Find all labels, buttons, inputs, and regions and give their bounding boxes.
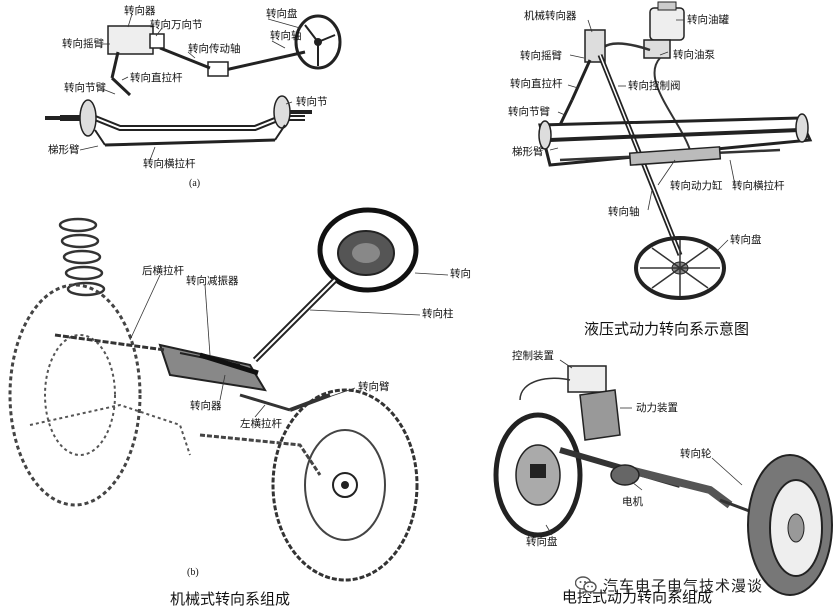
steering-wheel-drawing: [294, 14, 342, 70]
control-unit-drawing: [567, 365, 607, 393]
label-gear: 转向器: [124, 5, 156, 17]
label-steered-wheel: 转向轮: [680, 448, 712, 460]
panel-eps: 控制装置 动力装置 转向轮 电机 转向盘 电控式动力转向系组成: [480, 340, 835, 614]
label-wheel-hyd: 转向盘: [730, 234, 762, 246]
gearbox-b-drawing: [158, 343, 267, 392]
steering-wheel-b-drawing: [317, 207, 419, 293]
label-shaft: 转向轴: [270, 30, 302, 42]
motor-drawing: [610, 464, 640, 486]
tie-rod-drawing: [104, 138, 276, 147]
label-rear-tie-rod: 后横拉杆: [142, 265, 184, 277]
label-tie-rod: 转向横拉杆: [143, 158, 196, 170]
label-power-unit: 动力装置: [636, 402, 678, 414]
left-wheel-drawing: [8, 283, 142, 507]
axle-frame-drawing: [538, 116, 813, 167]
label-drive-shaft: 转向传动轴: [188, 43, 241, 55]
label-wheel-b: 转向: [450, 268, 471, 280]
steering-shaft-drawing: [224, 50, 306, 72]
steering-wheel-eps-drawing: [493, 412, 583, 538]
label-steering-wheel: 转向盘: [266, 8, 298, 20]
steering-wheel-hyd-drawing: [634, 236, 726, 300]
panel-hydraulic: 机械转向器 转向油罐 转向摇臂 转向油泵 转向直拉杆 转向控制阀 转向节臂 梯形…: [480, 0, 835, 340]
sublabel-b: (b): [187, 567, 199, 578]
label-control-unit: 控制装置: [512, 350, 554, 362]
panel-a: 转向器 转向万向节 转向盘 转向摇臂 转向传动轴 转向轴 转向直拉杆 转向节臂 …: [0, 0, 420, 195]
label-gear-b: 转向器: [190, 400, 222, 412]
power-unit-drawing: [579, 389, 621, 441]
label-trapezoid-arm: 梯形臂: [48, 144, 80, 156]
watermark: 汽车电子电气技术漫谈: [575, 570, 825, 600]
damper-drawing: [199, 352, 259, 376]
drive-shaft-drawing: [159, 46, 211, 70]
label-knuckle: 转向节: [296, 96, 328, 108]
caption-hydraulic: 液压式动力转向系示意图: [584, 320, 750, 338]
panel-eps-drawing: [493, 359, 833, 596]
label-knuckle-arm-hyd: 转向节臂: [508, 106, 550, 118]
power-cylinder-drawing: [628, 146, 722, 166]
label-arm: 转向臂: [358, 381, 390, 393]
coil-spring-drawing: [58, 217, 106, 297]
rear-tie-rod-drawing: [54, 333, 166, 352]
label-pitman-arm: 转向摇臂: [62, 38, 104, 50]
oil-tank-drawing: [649, 1, 685, 41]
caption-eps: 电控式动力转向系组成: [562, 588, 713, 606]
label-universal-joint: 转向万向节: [150, 19, 203, 31]
wechat-icon: [575, 576, 597, 594]
label-wheel-eps: 转向盘: [526, 536, 558, 548]
label-trapezoid-arm-hyd: 梯形臂: [512, 146, 544, 158]
label-pitman-arm-hyd: 转向摇臂: [520, 50, 562, 62]
panel-a-drawing: [45, 13, 342, 161]
drag-link-drawing: [110, 76, 132, 97]
label-drag-link-hyd: 转向直拉杆: [510, 78, 563, 90]
label-damper: 转向减振器: [186, 275, 239, 287]
label-oil-tank: 转向油罐: [687, 14, 729, 26]
panel-b-drawing: [8, 207, 449, 582]
tyre-drawing: [747, 454, 833, 596]
mech-gear-drawing: [584, 29, 606, 63]
panel-hydraulic-drawing: [538, 1, 813, 300]
left-tie-rod-drawing: [239, 393, 291, 412]
label-column: 转向柱: [422, 308, 454, 320]
label-left-tie-rod: 左横拉杆: [240, 418, 282, 430]
label-knuckle-arm: 转向节臂: [64, 82, 106, 94]
label-control-valve: 转向控制阀: [628, 80, 681, 92]
label-mech-gear: 机械转向器: [524, 10, 577, 22]
label-tie-rod-hyd: 转向横拉杆: [732, 180, 785, 192]
label-power-cylinder: 转向动力缸: [670, 180, 723, 192]
label-shaft-hyd: 转向轴: [608, 206, 640, 218]
caption-mechanical: 机械式转向系组成: [170, 590, 291, 608]
label-drag-link: 转向直拉杆: [130, 72, 183, 84]
label-oil-pump: 转向油泵: [673, 49, 715, 61]
watermark-text: 汽车电子电气技术漫谈: [603, 576, 764, 595]
right-wheel-drawing: [271, 388, 419, 582]
label-motor: 电机: [622, 496, 643, 508]
gearbox-drawing: [107, 25, 154, 55]
sublabel-a: (a): [189, 178, 201, 189]
panel-b: 后横拉杆 转向减振器 转向 转向柱 转向臂 转向器 左横拉杆 (b) 机械式转向…: [0, 195, 471, 614]
